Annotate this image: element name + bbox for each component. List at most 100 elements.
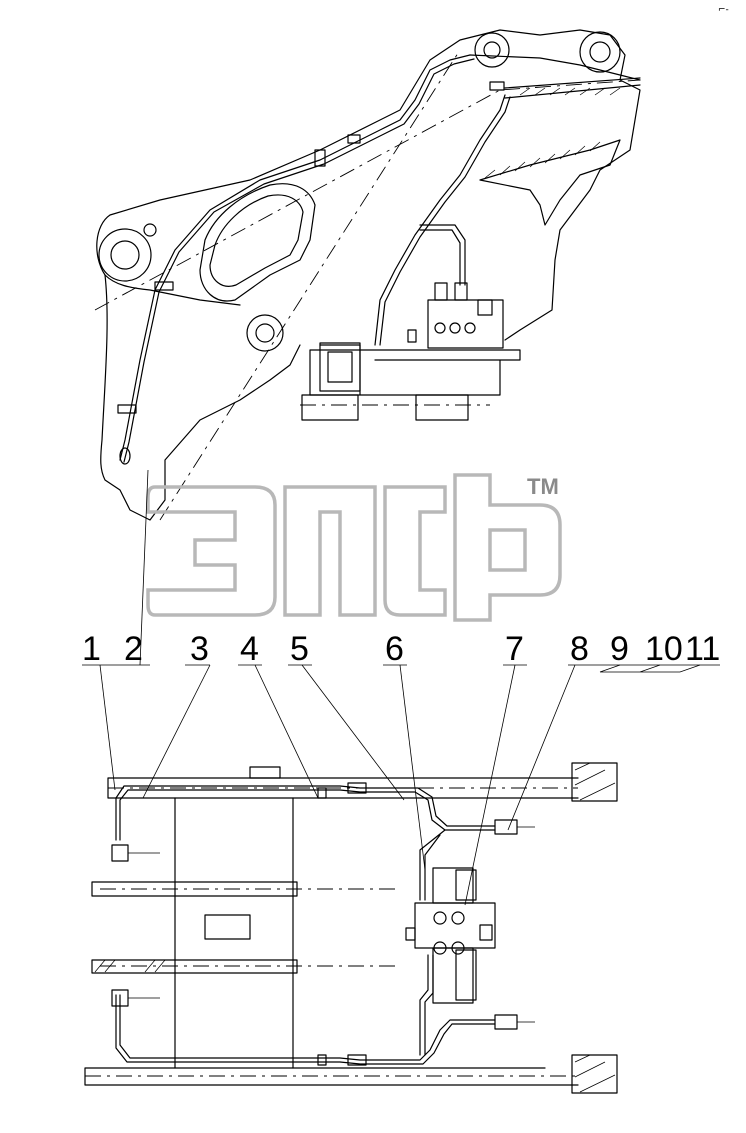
leader-lines — [82, 469, 720, 906]
valve-lower-port — [455, 949, 477, 1001]
pipe-left-b — [123, 58, 475, 463]
fitting-upper-left — [111, 844, 129, 862]
right-block-lower — [571, 1054, 618, 1094]
base-block-inner — [327, 351, 353, 383]
callout-8: 8 — [570, 630, 589, 668]
cross-plate-2 — [91, 959, 298, 974]
callout-labels: 1 2 3 4 5 6 7 8 9 10 11 — [82, 630, 720, 668]
watermark-tm: TM — [527, 474, 559, 499]
leader-1 — [99, 664, 116, 791]
pivot-pin-top — [483, 41, 501, 59]
right-block-lower-hatch — [574, 1054, 616, 1093]
valve-spool-3 — [464, 322, 476, 334]
lower-rail — [84, 1067, 579, 1086]
pipe-to-valve-b — [419, 229, 461, 286]
fitting-upper-right — [494, 819, 518, 835]
watermark-letter-2 — [283, 485, 377, 617]
pivot-boss-left — [98, 228, 152, 282]
boom-lower-edge — [100, 274, 301, 521]
column-window — [204, 914, 251, 940]
leader-3 — [142, 664, 211, 799]
callout-11: 11 — [685, 630, 720, 668]
fitting-1 — [347, 134, 361, 144]
pipe-upper-down — [419, 829, 446, 901]
pipe-top — [469, 54, 641, 81]
center-ticks — [128, 826, 535, 1023]
base-foot-right — [415, 394, 469, 421]
union-lower — [347, 1054, 367, 1066]
leader-6 — [399, 664, 426, 871]
clamp-upper — [317, 787, 327, 799]
boom-window-inner — [209, 194, 304, 287]
leader-7 — [464, 664, 516, 906]
pipe-right-b — [379, 96, 511, 346]
clamp-lower — [317, 1054, 327, 1066]
side-view — [94, 29, 641, 521]
callout-7: 7 — [505, 630, 524, 668]
pipe-left-a — [119, 54, 471, 461]
watermark-letter-4 — [453, 473, 562, 622]
valve-spool-a — [433, 911, 447, 925]
corner-mark: ⌐- — [718, 5, 729, 15]
callout-4: 4 — [240, 630, 259, 668]
valve-upper-port — [455, 869, 477, 901]
pipe-upper-a — [119, 789, 496, 841]
valve-port-1 — [434, 282, 448, 301]
boom-window-outer — [199, 183, 316, 302]
valve-side-port — [407, 329, 417, 343]
base-block — [319, 342, 361, 392]
clamp-3 — [314, 149, 326, 167]
pivot-pin-left — [110, 240, 140, 270]
valve-spool-d — [451, 941, 465, 955]
callout-3: 3 — [190, 630, 209, 668]
valve-right-port — [479, 924, 493, 941]
watermark-logo: TM — [146, 473, 562, 622]
pivot-pin-right — [589, 41, 611, 63]
pipe-lower-up — [419, 954, 434, 1056]
valve-spool-2 — [449, 322, 461, 334]
callout-5: 5 — [290, 630, 309, 668]
callout-6: 6 — [385, 630, 404, 668]
arm-cutout — [479, 139, 621, 226]
top-view — [84, 762, 618, 1094]
upper-lug — [249, 766, 281, 779]
pipe-lower-a — [119, 994, 496, 1061]
valve-upper-section — [432, 867, 474, 904]
small-boss — [143, 223, 157, 237]
right-block-upper-hatch — [574, 762, 616, 801]
top-plate — [504, 77, 641, 99]
base-foot-left — [301, 394, 359, 421]
pipe-lower-b — [115, 994, 496, 1065]
arm-hatch — [484, 141, 601, 179]
valve-left-port — [405, 927, 416, 941]
fitting-lower-right — [494, 1014, 518, 1030]
pipe-right-a — [374, 94, 506, 346]
valve-port-3 — [477, 299, 493, 316]
pipe-end-fitting — [119, 447, 131, 465]
leader-5 — [301, 664, 405, 801]
column — [174, 797, 294, 1069]
callout-10: 10 — [645, 630, 683, 668]
pipe-to-valve-a — [419, 224, 466, 286]
valve-lower-section — [432, 947, 474, 1004]
leader-8 — [507, 664, 576, 831]
leader-4 — [254, 664, 319, 799]
pivot-boss-right — [579, 31, 621, 73]
pivot-boss-lower — [246, 314, 284, 352]
boom-outline — [96, 29, 641, 341]
callout-2: 2 — [124, 630, 143, 668]
leader-9-11-tick — [599, 664, 701, 673]
valve-spool-c — [433, 941, 447, 955]
pipe-upper-b — [115, 785, 496, 841]
clamp-1 — [154, 281, 174, 291]
union-upper — [347, 782, 367, 794]
valve-spool-b — [451, 911, 465, 925]
clamp-2 — [117, 404, 137, 414]
watermark-letter-1 — [146, 485, 277, 617]
valve-spool-1 — [434, 322, 446, 334]
pivot-pin-lower — [255, 323, 275, 343]
pivot-boss-top — [474, 32, 510, 68]
callout-1: 1 — [82, 630, 101, 668]
leader-2 — [139, 469, 149, 666]
